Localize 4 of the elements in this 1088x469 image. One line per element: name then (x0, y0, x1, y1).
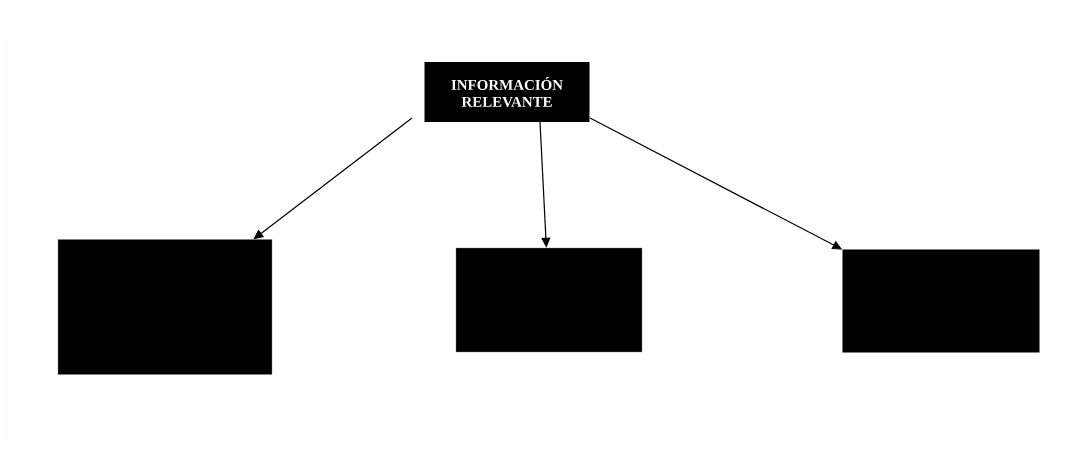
filled-box (57, 239, 273, 375)
heading-box: INFORMACIÓN RELEVANTE (424, 62, 590, 122)
filled-box (842, 249, 1040, 353)
filled-box (455, 247, 643, 353)
